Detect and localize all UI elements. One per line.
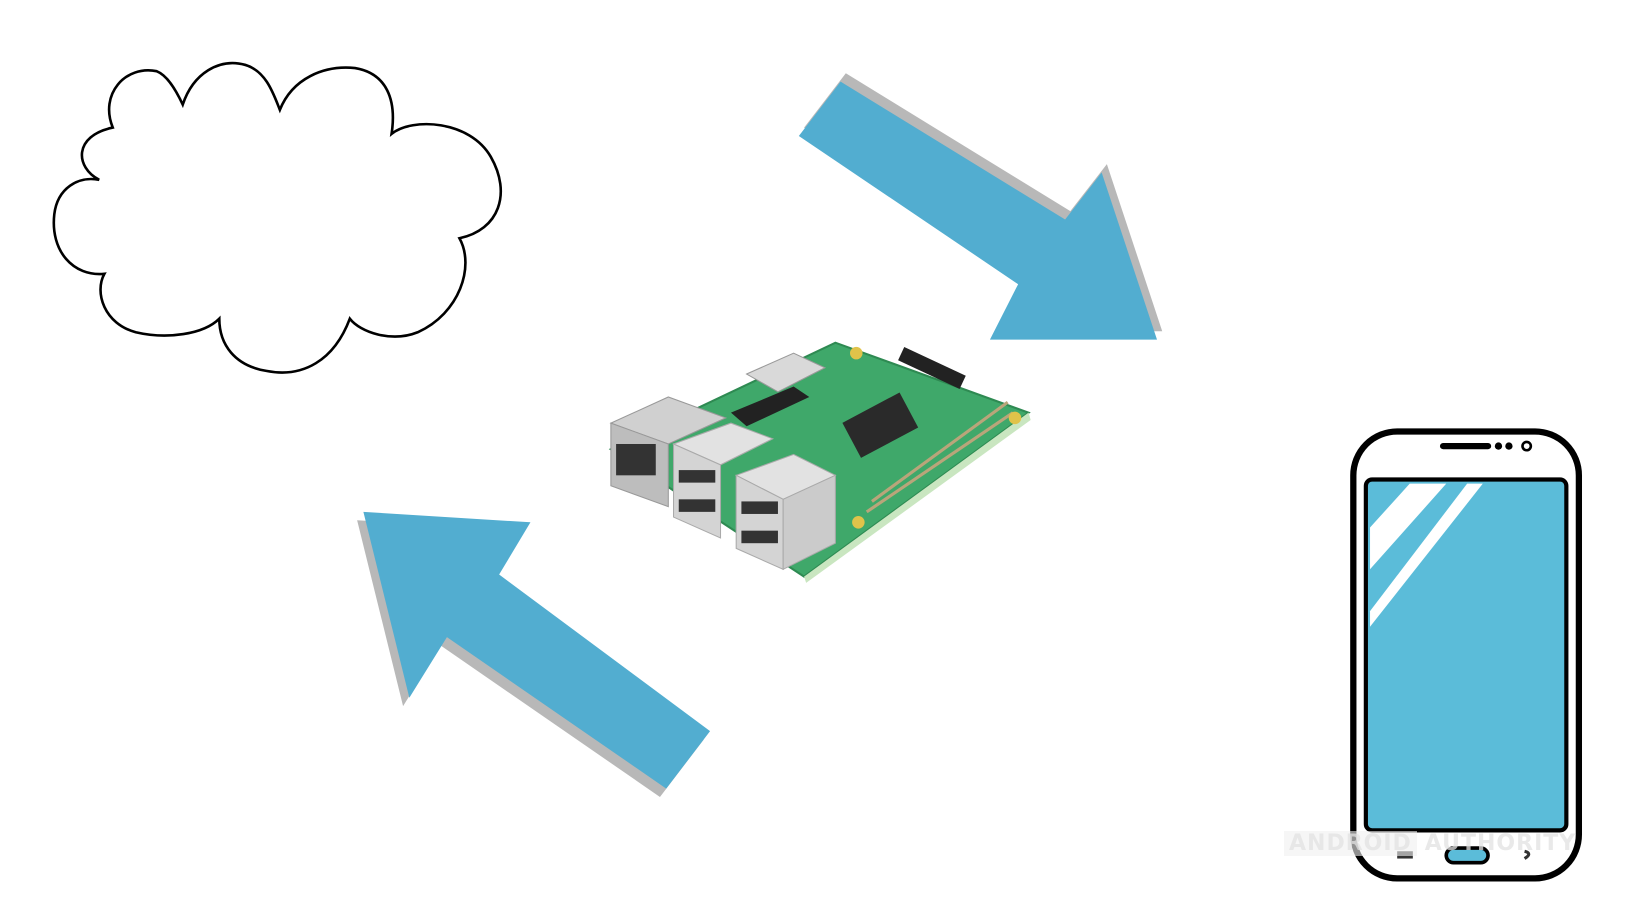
cpu-chip xyxy=(842,392,919,458)
camera-connector xyxy=(730,386,810,427)
mounting-hole xyxy=(852,516,865,529)
arrow-to-cloud xyxy=(357,511,711,797)
usb-ports-2 xyxy=(734,453,837,571)
display-connector xyxy=(898,347,966,389)
watermark-part2: AUTHORITY xyxy=(1424,830,1577,856)
back-key-icon xyxy=(1523,849,1531,860)
home-button xyxy=(1444,846,1490,865)
smartphone-icon xyxy=(1350,428,1583,882)
arrow-to-phone xyxy=(798,73,1163,340)
hdmi-port xyxy=(745,352,827,393)
watermark: ANDROID AUTHORITY xyxy=(1284,826,1576,860)
mounting-hole xyxy=(850,346,863,360)
ethernet-port xyxy=(609,396,728,508)
front-camera xyxy=(1521,440,1533,452)
mounting-hole xyxy=(1008,411,1022,425)
raspberry-pi-board xyxy=(608,341,1031,583)
cloud-icon xyxy=(52,61,503,374)
watermark-part1: ANDROID xyxy=(1284,830,1417,856)
gpio-header xyxy=(865,400,1014,514)
usb-ports-1 xyxy=(672,422,775,539)
